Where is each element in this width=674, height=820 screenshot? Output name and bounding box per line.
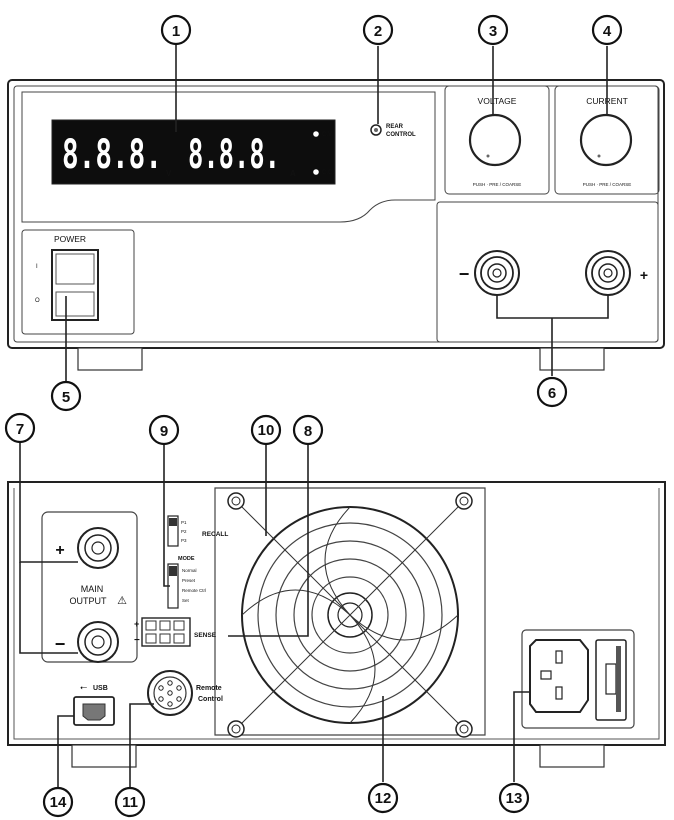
callout-12: 12 [367,782,399,814]
mode-remote: Remote Ctrl [182,588,206,593]
rear-plus-sign: + [55,542,64,559]
sense-plus: + [134,619,139,629]
negative-terminal[interactable] [474,250,520,296]
power-off-mark: O [35,298,40,304]
mode-normal: Normal [182,568,197,573]
sense-minus: − [134,635,140,646]
usb-label: USB [93,685,108,692]
negative-terminal-sign: − [459,264,470,284]
svg-text:5: 5 [62,389,70,406]
remote-control-port[interactable] [147,670,193,716]
fan-screw-bottom-left [227,720,245,738]
voltage-knob-marker [486,154,490,158]
mode-preset: Preset [182,578,196,583]
voltage-display: 8.8.8. [62,132,162,178]
remote-control-label-1: Remote [196,685,222,692]
power-switch-top-half [55,253,95,285]
usb-port-socket [82,703,106,721]
recall-label: RECALL [202,531,228,538]
svg-text:10: 10 [258,422,275,439]
fuse-rating-label [616,646,621,712]
svg-text:7: 7 [16,421,24,438]
recall-p2: P2 [181,529,187,534]
recall-switch-slider [169,518,177,526]
callout-11: 11 [114,786,146,818]
rear-positive-output[interactable] [77,527,119,569]
svg-text:8: 8 [304,423,312,440]
svg-text:2: 2 [374,23,382,40]
recall-p3: P3 [181,538,187,543]
fan-screw-bottom-right [455,720,473,738]
remote-control-label-2: Control [198,696,223,703]
rear-panel: + MAIN OUTPUT ⚠ − P1 P2 P3 RECALL MODE N… [7,481,666,768]
svg-text:9: 9 [160,423,168,440]
callout-14: 14 [42,786,74,818]
rear-control-led-core [374,128,378,132]
main-output-label-1: MAIN [81,584,104,594]
cc-indicator-label: C.C. [322,170,334,176]
voltage-knob-label: VOLTAGE [478,96,517,106]
svg-text:13: 13 [506,790,523,807]
power-switch[interactable] [51,249,99,321]
power-switch-bottom-half [55,291,95,317]
recall-p1: P1 [181,520,187,525]
usb-icon: ⭠ [80,682,87,692]
mode-label: MODE [178,556,195,562]
power-switch-frame [21,229,135,335]
cooling-fan [227,492,473,738]
svg-text:1: 1 [172,23,180,40]
current-unit: A [290,169,296,178]
front-panel: 8.8.8. V 8.8.8. A C.V. C.C. REAR CONTROL… [7,79,665,371]
rear-control-label-2: CONTROL [386,132,416,138]
recall-switch[interactable] [167,515,179,547]
sense-label: SENSE [194,632,217,639]
current-knob-marker [597,154,601,158]
mode-switch-slider [169,566,177,576]
callout-1: 1 [160,14,192,46]
voltage-unit: V [166,169,172,178]
fuse-holder[interactable] [595,639,627,721]
callout-7: 7 [4,412,36,444]
callout-6: 6 [536,376,568,408]
callout-8: 8 [292,414,324,446]
current-knob[interactable] [579,113,633,167]
rear-negative-output[interactable] [77,621,119,663]
svg-text:12: 12 [375,790,392,807]
main-output-label-2: OUTPUT [70,596,108,606]
positive-terminal[interactable] [585,250,631,296]
callout-2: 2 [362,14,394,46]
svg-text:4: 4 [603,23,612,40]
svg-text:3: 3 [489,23,497,40]
callout-10: 10 [250,414,282,446]
rear-minus-sign: − [55,634,66,654]
display-panel [51,119,336,185]
fan-screw-top-left [227,492,245,510]
callout-13: 13 [498,782,530,814]
cv-indicator-label: C.V. [322,132,333,138]
cc-indicator-led [313,169,319,175]
voltage-knob[interactable] [468,113,522,167]
positive-terminal-sign: + [640,267,648,283]
svg-text:11: 11 [122,794,138,811]
callout-5: 5 [50,380,82,412]
warning-icon: ⚠ [117,595,127,607]
svg-text:14: 14 [50,794,67,811]
rear-control-label-1: REAR [386,124,404,130]
callout-9: 9 [148,414,180,446]
fan-screw-top-right [455,492,473,510]
leader-lines [19,44,609,796]
current-display: 8.8.8. [188,132,280,178]
svg-text:6: 6 [548,385,556,402]
power-on-mark: I [36,264,38,270]
callout-3: 3 [477,14,509,46]
voltage-knob-caption: PUSH · PRE / COARSE [473,182,522,187]
current-knob-caption: PUSH · PRE / COARSE [583,182,632,187]
sense-terminal-block[interactable] [141,617,191,647]
mode-set: Set [182,598,190,603]
cv-indicator-led [313,131,319,137]
callouts: 1 2 3 4 5 6 7 9 10 8 14 11 12 13 [4,14,623,818]
callout-4: 4 [591,14,623,46]
power-label: POWER [54,234,86,244]
